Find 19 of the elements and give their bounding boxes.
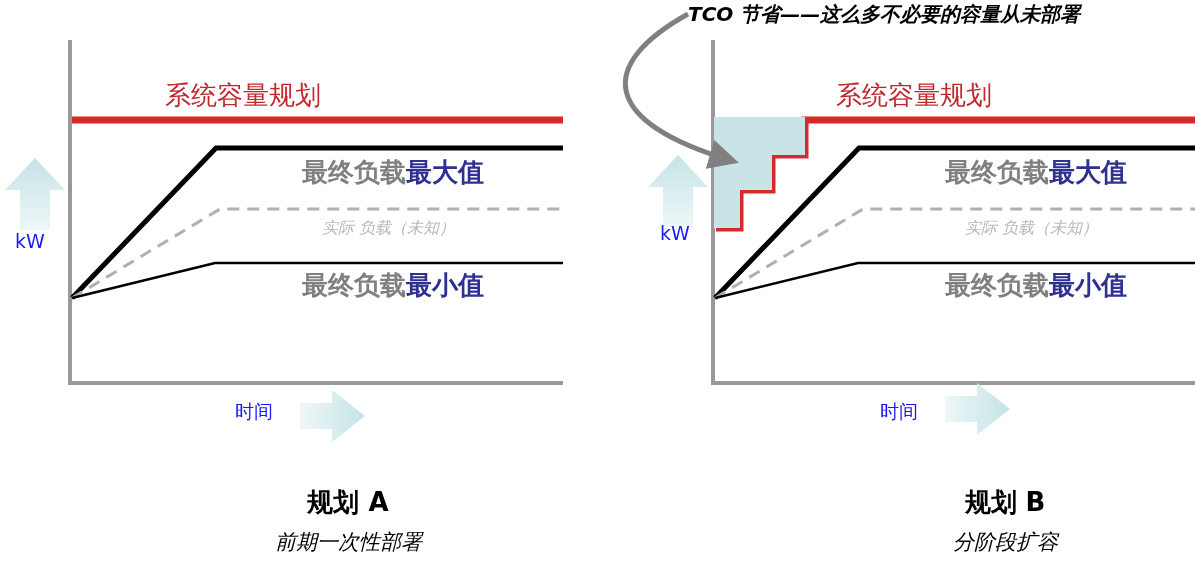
- callout-text: TCO 节省——这么多不必要的容量从未部署: [688, 2, 1081, 26]
- axis-label: kW: [15, 230, 45, 253]
- plan-subtitle: 分阶段扩容: [952, 530, 1058, 556]
- axis-label: 时间: [880, 400, 918, 423]
- max-load-label: 最终负载最大值: [945, 157, 1127, 189]
- plan-title: 规划 B: [964, 487, 1046, 519]
- actual-load-label: 实际 负载（未知）: [965, 218, 1099, 238]
- axis-label: kW: [660, 222, 690, 245]
- curved-arrow: [623, 11, 739, 168]
- actual-load-label: 实际 负载（未知）: [322, 218, 456, 238]
- max-load-label: 最终负载最大值: [302, 157, 484, 189]
- capacity-label: 系统容量规划: [165, 80, 321, 112]
- min-load-label: 最终负载最小值: [302, 270, 484, 302]
- plan-title: 规划 A: [307, 487, 389, 519]
- axis-label: 时间: [235, 400, 273, 423]
- shaded-area: [714, 117, 805, 228]
- min-load-label: 最终负载最小值: [945, 270, 1127, 302]
- capacity-label: 系统容量规划: [836, 80, 992, 112]
- plan-subtitle: 前期一次性部署: [274, 530, 422, 556]
